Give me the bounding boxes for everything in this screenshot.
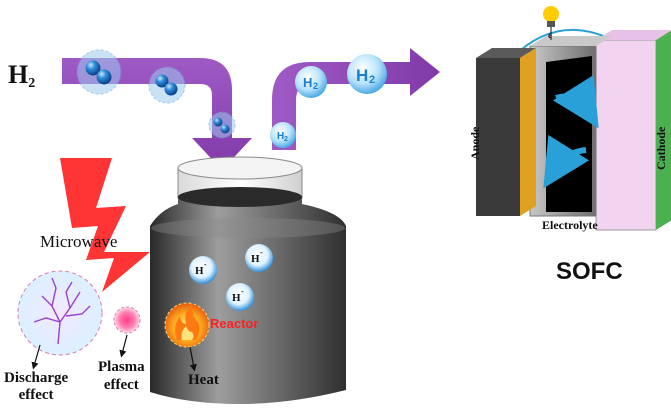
- h2-molecule-3: [208, 111, 236, 139]
- hydride-ion-3-charge: -: [241, 287, 244, 296]
- reactor-vessel: [150, 156, 346, 404]
- sofc-cell: [476, 28, 671, 231]
- h2-bubble-large-main: H: [356, 66, 368, 85]
- inflow-arrow: [62, 58, 252, 170]
- plasma-line2: effect: [103, 377, 139, 393]
- h2-bubble-medium-sub: 2: [313, 81, 318, 91]
- h2-bubble-medium: H 2: [295, 66, 327, 98]
- hydride-ion-1-label: H: [195, 265, 204, 277]
- light-bulb-icon: [543, 6, 559, 40]
- h2-bubble-small: H 2: [270, 122, 296, 148]
- h2-input-sub: 2: [28, 76, 36, 91]
- discharge-line1: Discharge: [4, 370, 69, 386]
- heat-fire-icon: [164, 302, 210, 348]
- anode-label: Anode: [468, 126, 482, 160]
- hydride-ion-3-label: H: [232, 292, 241, 304]
- h2-input-main: H: [8, 60, 29, 89]
- reactor-label: Reactor: [210, 316, 259, 331]
- microwave-lightning-icon: [60, 158, 150, 292]
- h2-bubble-large-sub: 2: [369, 74, 375, 86]
- plasma-line1: Plasma: [98, 359, 145, 375]
- hydride-ion-2-label: H: [251, 253, 260, 265]
- h2-bubble-medium-main: H: [303, 75, 312, 90]
- hydride-ion-3: H -: [226, 283, 254, 311]
- discharge-effect-illustration: [17, 270, 103, 356]
- h2-molecule-2: [148, 66, 186, 104]
- hydride-ion-2-charge: -: [260, 248, 263, 257]
- cathode-label: Cathode: [654, 126, 668, 170]
- plasma-effect-label: Plasma effect: [98, 358, 145, 394]
- h2-input-label: H2: [8, 60, 35, 92]
- microwave-label: Microwave: [40, 232, 118, 251]
- electrolyte-label: Electrolyte: [542, 218, 598, 232]
- h2-molecule-1: [76, 49, 122, 95]
- hydride-ion-1: H -: [189, 256, 217, 284]
- hydride-ion-1-charge: -: [204, 260, 207, 269]
- plasma-effect-illustration: [113, 306, 141, 334]
- sofc-title: SOFC: [556, 258, 623, 285]
- h2-bubble-small-main: H: [277, 131, 284, 142]
- h2-bubble-large: H 2: [347, 54, 387, 94]
- hydride-ion-2: H -: [245, 244, 273, 272]
- h2-bubble-small-sub: 2: [284, 136, 288, 143]
- discharge-line2: effect: [18, 387, 54, 403]
- electron-label: e: [548, 30, 552, 40]
- discharge-effect-label: Discharge effect: [4, 370, 68, 404]
- heat-label: Heat: [188, 372, 219, 388]
